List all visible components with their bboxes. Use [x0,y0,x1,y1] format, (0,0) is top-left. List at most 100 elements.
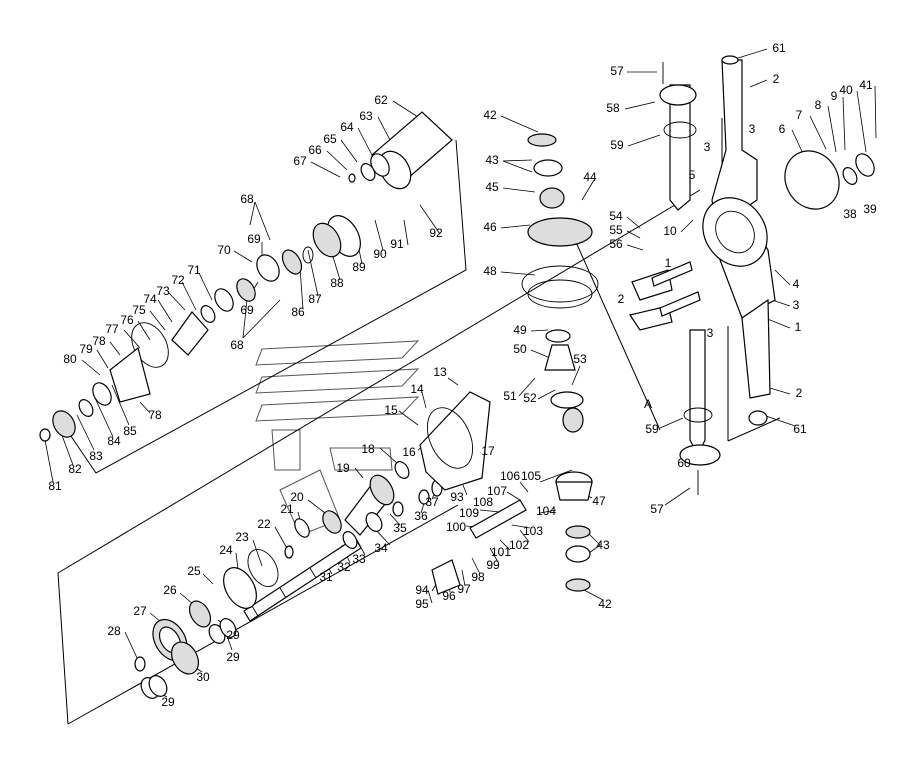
callout-number: 29 [161,695,175,709]
callout-number: 57 [650,502,664,516]
callout-number: 56 [609,237,623,251]
callout-number: 97 [457,582,471,596]
callout-number: 106 [500,469,520,483]
callout-number: 75 [132,303,146,317]
callout-number: 67 [293,154,307,168]
callout-number: 9 [831,89,838,103]
callout-number: 71 [187,263,201,277]
leader-lines [44,48,877,698]
callout-number: 68 [240,192,254,206]
callout-number: 41 [859,78,873,92]
callout-number: 91 [390,237,404,251]
callout-number: 36 [414,509,428,523]
callout-number: 29 [226,628,240,642]
callout-number: 95 [415,597,429,611]
callout-number: 2 [796,386,803,400]
callout-number: 2 [618,292,625,306]
callout-number: 21 [280,502,294,516]
callout-number: 85 [123,424,137,438]
callout-number: 47 [592,494,606,508]
callout-number: 78 [92,334,106,348]
callout-number: 3 [707,326,714,340]
callout-number: 52 [523,391,537,405]
callout-number: 55 [609,223,623,237]
callout-number: 73 [156,284,170,298]
callout-number: 3 [704,140,711,154]
callout-number: 35 [393,521,407,535]
callout-number: 27 [133,604,147,618]
callout-number: 30 [196,670,210,684]
callout-number: 69 [240,303,254,317]
callout-number: 31 [319,570,333,584]
callout-number: 1 [665,256,672,270]
callout-number: 17 [481,444,495,458]
callout-number: 93 [450,490,464,504]
callout-number: 88 [330,276,344,290]
callout-number: 87 [308,292,322,306]
callout-number: 96 [442,589,456,603]
callout-number: 15 [384,403,398,417]
callout-number: 40 [839,83,853,97]
callout-number: 109 [459,506,479,520]
callout-number: 3 [749,122,756,136]
callout-number: 57 [610,64,624,78]
callout-number: 6 [779,122,786,136]
callout-number: 83 [89,449,103,463]
central-housing [419,133,599,595]
callout-number: 78 [148,408,162,422]
right-axle-housing [629,55,875,495]
callout-number: 69 [247,232,261,246]
callout-number: 24 [219,543,233,557]
callout-number: 1 [795,320,802,334]
callout-number: 32 [337,560,351,574]
callout-number: 77 [105,322,119,336]
callout-number: 74 [143,292,157,306]
callout-number: 81 [48,479,62,493]
callout-number: 43 [596,538,610,552]
callout-number: 16 [402,445,416,459]
callout-number: 42 [483,108,497,122]
callout-number: 92 [429,226,443,240]
callout-number: 86 [291,305,305,319]
callout-number: 59 [610,138,624,152]
callout-number: 8 [815,98,822,112]
callout-number: A [644,397,652,411]
callout-number: 37 [425,495,439,509]
callout-number: 29 [226,650,240,664]
callout-number: 90 [373,247,387,261]
callout-number: 39 [863,202,877,216]
callout-number: 4 [793,277,800,291]
callout-number: 82 [68,462,82,476]
callout-number: 65 [323,132,337,146]
callout-number: 43 [485,153,499,167]
callout-number: 103 [523,524,543,538]
callout-number: 51 [503,389,517,403]
callout-number: 53 [573,352,587,366]
callout-number: 28 [107,624,121,638]
assembly-frame [57,118,781,725]
callout-number: 89 [352,260,366,274]
callout-number: 63 [359,109,373,123]
callout-number: 104 [536,504,556,518]
callout-number: 79 [79,342,93,356]
callout-number: 7 [796,108,803,122]
callout-number: 68 [230,338,244,352]
callout-number: 46 [483,220,497,234]
callout-number: 84 [107,434,121,448]
callout-number: 42 [598,597,612,611]
callout-number: 100 [446,520,466,534]
callout-number: 72 [171,273,185,287]
callout-number: 10 [663,224,677,238]
callout-number: 99 [486,558,500,572]
callout-number: 105 [521,469,541,483]
callout-number: 13 [433,365,447,379]
callout-number: 94 [415,583,429,597]
callout-number: 62 [374,93,388,107]
callout-number: 26 [163,583,177,597]
callout-number: 33 [352,552,366,566]
callout-number: 101 [491,545,511,559]
callout-number: 54 [609,209,623,223]
callout-number: 34 [374,541,388,555]
callout-number: 14 [410,382,424,396]
